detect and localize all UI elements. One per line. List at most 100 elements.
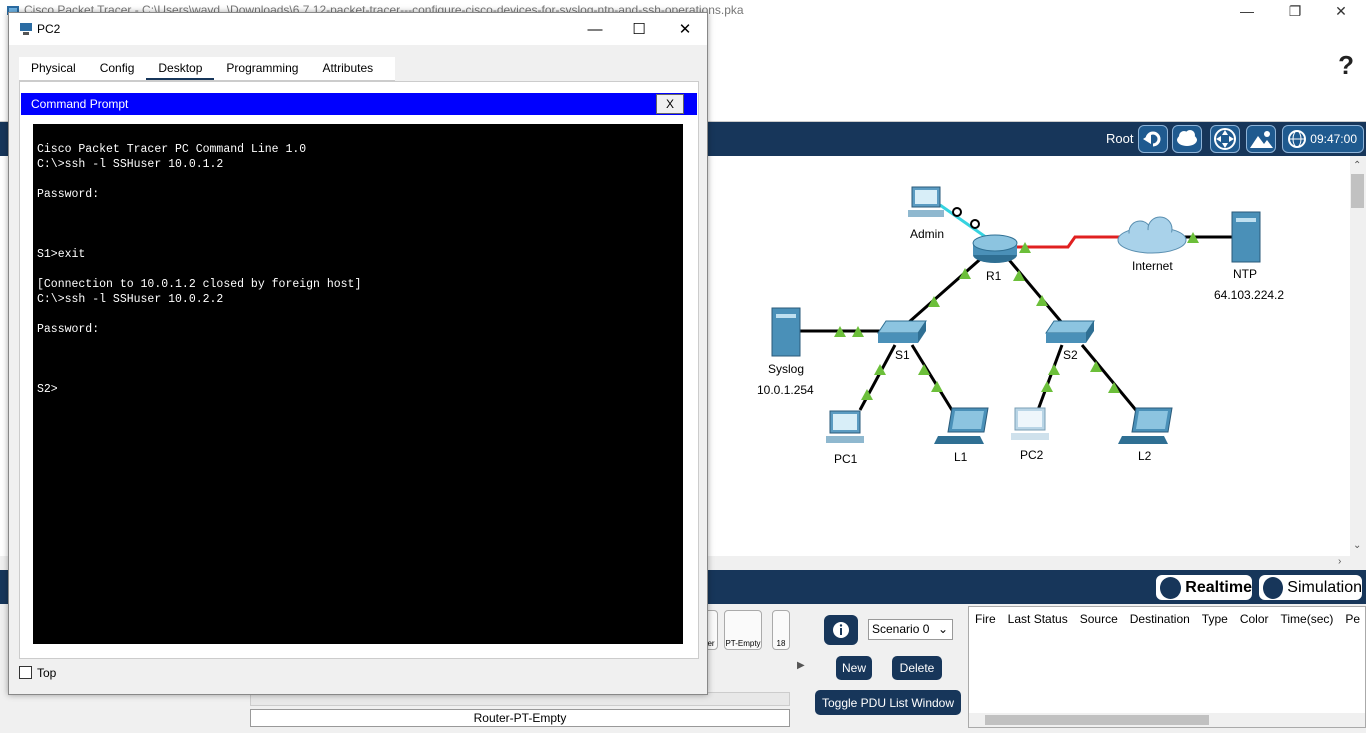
router-r1-icon[interactable] — [972, 234, 1018, 263]
s1-pc1-link — [858, 344, 897, 411]
main-minimize-button[interactable]: — — [1240, 3, 1254, 19]
packet-tracer-icon — [7, 6, 19, 15]
admin-pc-icon[interactable] — [908, 186, 944, 217]
pc2-window-title: PC2 — [37, 22, 61, 36]
l2-label: L2 — [1138, 449, 1152, 463]
move-object-icon[interactable] — [1210, 125, 1240, 153]
column-header[interactable]: Fire — [975, 612, 996, 626]
top-checkbox[interactable] — [19, 666, 32, 679]
command-prompt-close-button[interactable]: X — [656, 94, 684, 114]
pc2-tab-strip: Physical Config Desktop Programming Attr… — [19, 57, 395, 81]
toggle-pdu-list-button[interactable]: Toggle PDU List Window — [815, 690, 961, 715]
column-header[interactable]: Last Status — [1007, 612, 1068, 626]
command-prompt-header: Command Prompt — [21, 93, 697, 115]
ntp-label: NTP — [1233, 267, 1257, 281]
main-close-button[interactable]: ✕ — [1335, 2, 1347, 19]
pdu-horizontal-scrollbar[interactable] — [969, 713, 1365, 727]
expand-arrow-icon[interactable]: ▶ — [797, 660, 805, 671]
delete-scenario-button[interactable]: Delete — [892, 656, 942, 680]
laptop-l1-icon[interactable] — [934, 407, 989, 444]
realtime-clock-icon — [1160, 576, 1182, 599]
chevron-down-icon: ⌄ — [937, 622, 948, 636]
info-button[interactable] — [824, 615, 858, 645]
s1-label: S1 — [895, 348, 910, 362]
column-header[interactable]: Pe — [1345, 612, 1361, 626]
realtime-label: Realtime — [1185, 578, 1252, 596]
s1-l1-link — [910, 344, 957, 416]
new-scenario-button[interactable]: New — [836, 656, 872, 680]
serial-link — [1015, 235, 1130, 249]
pc2-label: PC2 — [1020, 448, 1044, 462]
tab-physical[interactable]: Physical — [31, 61, 76, 75]
pdu-list-table: Fire Last Status Source Destination Type… — [968, 606, 1366, 728]
pc2-window: PC2 — ☐ ✕ Physical Config Desktop Progra… — [8, 12, 708, 695]
r1-label: R1 — [986, 269, 1002, 283]
r1-s2-link — [1003, 254, 1070, 331]
realtime-mode-button[interactable]: Realtime — [1154, 573, 1254, 602]
pc2-icon[interactable] — [1011, 407, 1049, 440]
r1-s1-link — [899, 253, 986, 332]
terminal-output: Cisco Packet Tracer PC Command Line 1.0 … — [37, 143, 362, 396]
help-icon[interactable]: ? — [1338, 50, 1354, 80]
workspace-vertical-scroll-thumb[interactable] — [1351, 174, 1364, 208]
command-prompt-terminal[interactable]: Cisco Packet Tracer PC Command Line 1.0 … — [33, 124, 683, 644]
admin-label: Admin — [910, 227, 944, 241]
back-icon[interactable] — [1138, 125, 1168, 153]
network-topology: Admin R1 Internet NTP 64.103.224.2 Syslo… — [757, 186, 1284, 466]
switch-s2-icon[interactable] — [1045, 320, 1095, 343]
console-link — [939, 203, 991, 242]
pc2-title-bar[interactable]: PC2 — ☐ ✕ — [9, 13, 707, 45]
pc2-close-button[interactable]: ✕ — [678, 21, 692, 38]
top-checkbox-label: Top — [37, 666, 57, 680]
scroll-up-icon[interactable]: ⌃ — [1353, 160, 1362, 171]
tab-config[interactable]: Config — [99, 61, 135, 75]
command-prompt-title: Command Prompt — [31, 97, 129, 111]
pc2-app-icon — [20, 23, 32, 35]
s2-label: S2 — [1063, 348, 1078, 362]
pc2-minimize-button[interactable]: — — [587, 20, 603, 38]
root-label: Root — [1106, 131, 1134, 146]
pdu-scroll-thumb[interactable] — [985, 715, 1209, 725]
scenario-select[interactable]: Scenario 0 ⌄ — [868, 619, 953, 640]
s2-l2-link — [1080, 344, 1142, 416]
selected-device-label: Router-PT-Empty — [250, 709, 790, 727]
syslog-server-icon[interactable] — [771, 307, 801, 357]
ntp-ip-label: 64.103.224.2 — [1214, 288, 1284, 302]
column-header[interactable]: Type — [1201, 612, 1228, 626]
laptop-l2-icon[interactable] — [1118, 407, 1173, 444]
device-thumb-pt-empty[interactable]: PT-Empty — [724, 610, 762, 650]
console-connector — [952, 207, 962, 217]
tab-desktop[interactable]: Desktop — [146, 57, 215, 80]
device-thumb[interactable]: 18 — [772, 610, 790, 650]
simulation-label: Simulation — [1287, 578, 1362, 596]
pdu-table-header: Fire Last Status Source Destination Type… — [969, 607, 1365, 626]
column-header[interactable]: Source — [1079, 612, 1118, 626]
internet-label: Internet — [1132, 259, 1173, 273]
scroll-down-icon[interactable]: ⌄ — [1353, 540, 1362, 551]
console-connector — [970, 219, 980, 229]
tab-attributes[interactable]: Attributes — [322, 61, 374, 75]
s2-pc2-link — [1036, 344, 1064, 411]
pc1-label: PC1 — [834, 452, 858, 466]
pc2-maximize-button[interactable]: ☐ — [632, 21, 646, 38]
syslog-ip-label: 10.0.1.254 — [757, 383, 814, 397]
scroll-right-icon[interactable]: › — [1338, 556, 1342, 567]
switch-s1-icon[interactable] — [877, 320, 927, 343]
syslog-label: Syslog — [768, 362, 804, 376]
cluster-cloud-icon[interactable] — [1172, 125, 1202, 153]
main-restore-button[interactable]: ❐ — [1288, 2, 1302, 19]
simulation-mode-button[interactable]: Simulation — [1257, 573, 1364, 602]
tab-programming[interactable]: Programming — [226, 61, 299, 75]
column-header[interactable]: Destination — [1129, 612, 1190, 626]
simulation-stopwatch-icon — [1263, 576, 1284, 599]
internet-cloud-icon[interactable] — [1117, 216, 1187, 254]
column-header[interactable]: Time(sec) — [1280, 612, 1334, 626]
pc1-icon[interactable] — [826, 410, 864, 443]
clock-button[interactable]: 09:47:00 — [1282, 125, 1364, 153]
background-image-icon[interactable] — [1246, 125, 1276, 153]
ntp-server-icon[interactable] — [1231, 211, 1261, 263]
info-icon — [833, 622, 849, 638]
workspace-vertical-scrollbar[interactable] — [1350, 156, 1366, 556]
column-header[interactable]: Color — [1239, 612, 1269, 626]
clock-label: 09:47:00 — [1310, 132, 1357, 146]
